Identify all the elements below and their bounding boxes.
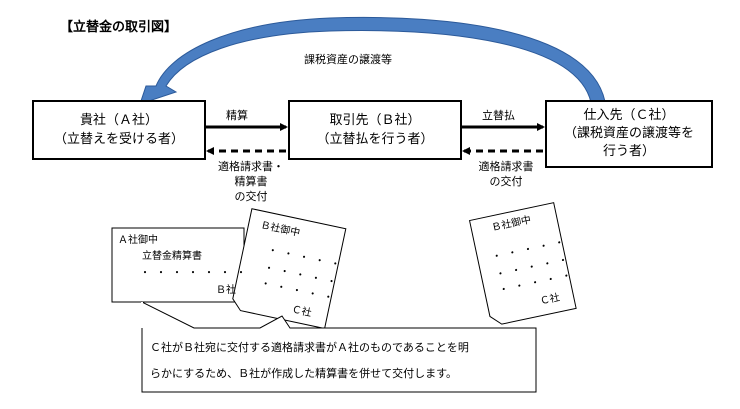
doc-b2-issuer: Ｃ社 bbox=[539, 292, 561, 308]
ab-bottom-label: 適格請求書・ 精算書 の交付 bbox=[218, 160, 284, 203]
box-c-role-2: 行う者） bbox=[602, 144, 655, 159]
note-callout bbox=[141, 301, 537, 393]
note-line-2: らかにするため、Ｂ社が作成した精算書を併せて交付します。 bbox=[150, 367, 458, 380]
doc-a-addressee: Ａ社御中 bbox=[118, 235, 158, 246]
note-line-1: Ｃ社がＢ社宛に交付する適格請求書がＡ社のものであることを明 bbox=[150, 341, 469, 354]
transfer-curve-arrow bbox=[139, 16, 607, 109]
box-a-company: 貴社（Ａ社） （立替えを受ける者） bbox=[32, 100, 206, 160]
doc-b1-addressee: Ｂ社御中 bbox=[259, 220, 301, 240]
doc-b1-issuer: Ｃ社 bbox=[290, 304, 313, 320]
box-c-name: 仕入先（Ｃ社） bbox=[583, 108, 675, 123]
box-c-role-1: （課税資産の譲渡等を bbox=[563, 126, 694, 141]
doc-a-issuer: Ｂ社 bbox=[216, 285, 236, 296]
bc-top-label: 立替払 bbox=[482, 109, 515, 122]
curve-label: 課税資産の譲渡等 bbox=[304, 53, 392, 66]
doc-a-shape bbox=[111, 227, 245, 303]
doc-a-dots: ・・・・・・・ bbox=[140, 268, 252, 279]
bc-bottom-label: 適格請求書 の交付 bbox=[478, 160, 534, 188]
box-c-company: 仕入先（Ｃ社） （課税資産の譲渡等を 行う者） bbox=[545, 100, 713, 168]
box-b-company: 取引先（Ｂ社） （立替払を行う者） bbox=[288, 100, 462, 160]
diagram-title: 【立替金の取引図】 bbox=[60, 20, 178, 35]
ab-top-label: 精算 bbox=[226, 109, 248, 122]
box-b-name: 取引先（Ｂ社） bbox=[329, 113, 421, 128]
box-a-role: （立替えを受ける者） bbox=[53, 132, 184, 147]
doc-b2-addressee: Ｂ社御中 bbox=[490, 214, 533, 234]
explanation-note: Ｃ社がＢ社宛に交付する適格請求書がＡ社のものであることを明 らかにするため、Ｂ社… bbox=[142, 329, 536, 391]
doc-b2-shape bbox=[468, 202, 577, 325]
box-a-name: 貴社（Ａ社） bbox=[79, 113, 158, 128]
box-b-role: （立替払を行う者） bbox=[316, 132, 434, 147]
doc-a-title: 立替金精算書 bbox=[142, 251, 202, 262]
